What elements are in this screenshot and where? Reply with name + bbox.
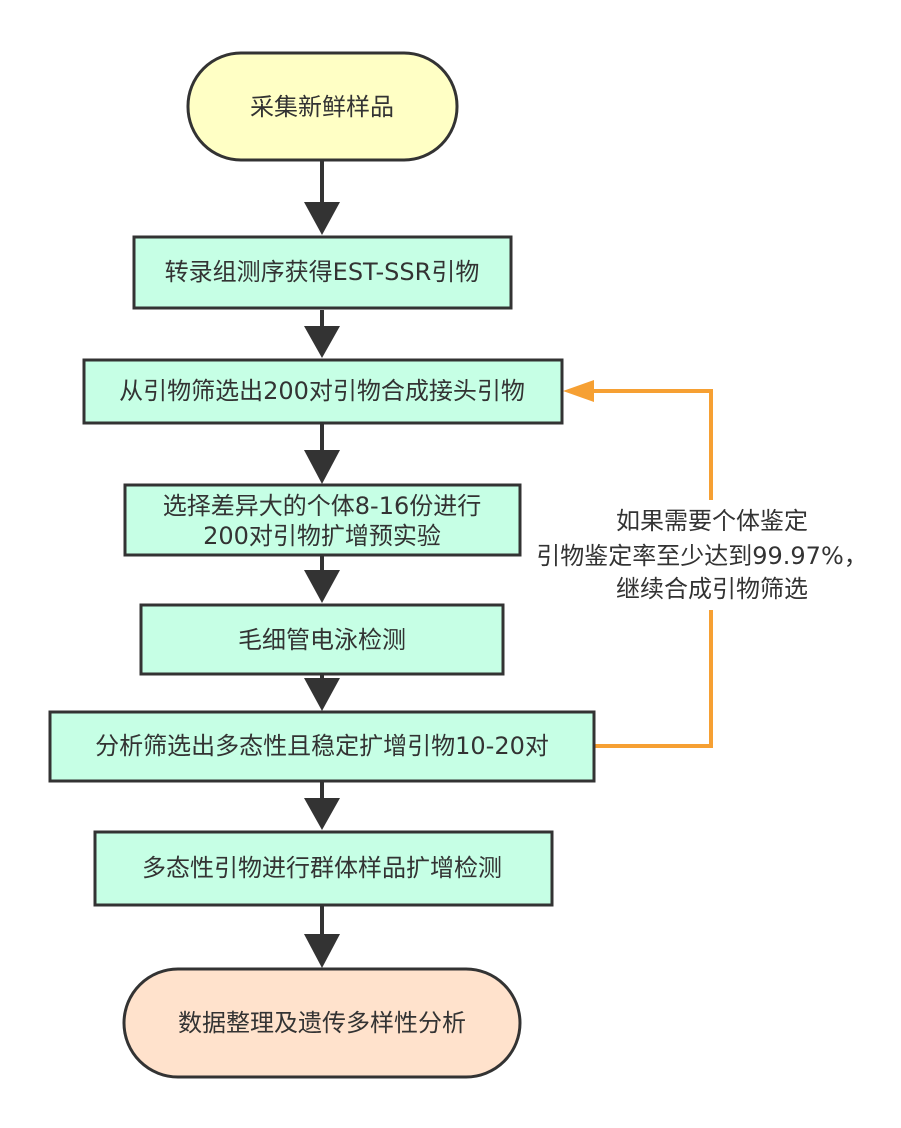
process-step-1-label: 转录组测序获得EST-SSR引物 bbox=[165, 258, 480, 286]
loop-note-line2: 引物鉴定率至少达到99.97%， bbox=[536, 542, 868, 570]
start-node: 采集新鲜样品 bbox=[186, 51, 459, 162]
loop-note-line3: 继续合成引物筛选 bbox=[616, 575, 808, 603]
connector-step3-to-step4 bbox=[304, 556, 340, 603]
process-step-2: 从引物筛选出200对引物合成接头引物 bbox=[82, 358, 564, 425]
process-step-5: 分析筛选出多态性且稳定扩增引物10-20对 bbox=[48, 710, 596, 783]
process-step-3: 选择差异大的个体8-16份进行 200对引物扩增预实验 bbox=[123, 483, 522, 557]
connector-step6-to-end bbox=[304, 906, 340, 968]
loop-note-line1: 如果需要个体鉴定 bbox=[616, 507, 808, 535]
process-step-6-label: 多态性引物进行群体样品扩增检测 bbox=[142, 854, 502, 882]
process-step-4-label: 毛细管电泳检测 bbox=[238, 626, 406, 654]
process-step-3-label-line2: 200对引物扩增预实验 bbox=[203, 522, 441, 550]
connector-start-to-step1 bbox=[304, 160, 340, 235]
process-step-2-label: 从引物筛选出200对引物合成接头引物 bbox=[119, 377, 525, 405]
loop-note-background bbox=[540, 500, 880, 610]
connector-step5-to-step6 bbox=[304, 782, 340, 830]
connector-step4-to-step5 bbox=[304, 675, 340, 711]
connector-step2-to-step3 bbox=[304, 424, 340, 484]
start-node-label: 采集新鲜样品 bbox=[250, 93, 394, 121]
process-step-4: 毛细管电泳检测 bbox=[139, 603, 505, 676]
process-step-6: 多态性引物进行群体样品扩增检测 bbox=[93, 830, 554, 907]
end-node: 数据整理及遗传多样性分析 bbox=[122, 967, 522, 1079]
connector-step1-to-step2 bbox=[304, 310, 340, 358]
end-node-label: 数据整理及遗传多样性分析 bbox=[178, 1009, 466, 1037]
process-step-5-label: 分析筛选出多态性且稳定扩增引物10-20对 bbox=[95, 732, 549, 760]
process-step-3-label-line1: 选择差异大的个体8-16份进行 bbox=[163, 492, 481, 520]
process-step-1: 转录组测序获得EST-SSR引物 bbox=[132, 235, 513, 310]
